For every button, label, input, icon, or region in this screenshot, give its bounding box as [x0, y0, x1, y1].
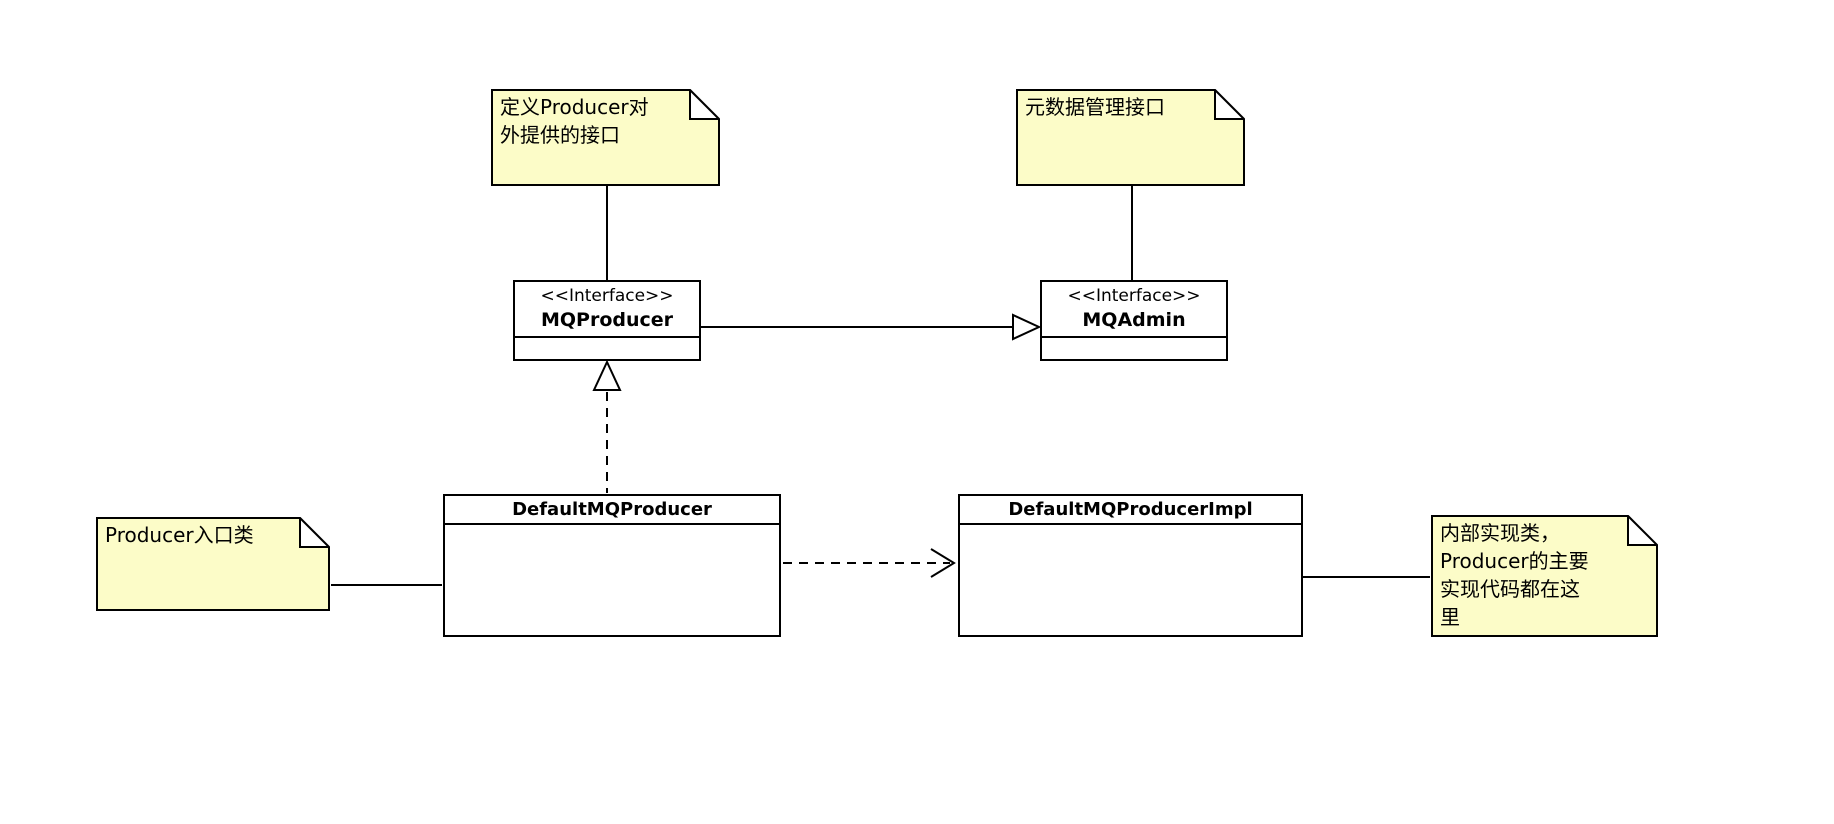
note-internal-impl: 内部实现类， Producer的主要 实现代码都在这 里 — [1431, 515, 1658, 637]
note-define-producer-interface: 定义Producer对 外提供的接口 — [491, 89, 720, 186]
interface-stereotype: <<Interface>> — [1067, 286, 1201, 306]
note-shape — [1016, 89, 1245, 186]
note-shape — [1431, 515, 1658, 637]
class-empty-compartment — [445, 525, 779, 635]
interface-empty-compartment — [1042, 338, 1226, 359]
class-name: DefaultMQProducerImpl — [960, 496, 1301, 525]
interface-stereotype: <<Interface>> — [540, 286, 674, 306]
interface-name: MQAdmin — [1082, 309, 1186, 331]
note-shape — [491, 89, 720, 186]
generalization-arrowhead — [1012, 313, 1042, 341]
note-shape — [96, 517, 330, 611]
note-text: Producer入口类 — [105, 523, 254, 547]
class-empty-compartment — [960, 525, 1301, 635]
interface-empty-compartment — [515, 338, 699, 359]
dependency-arrowhead — [930, 548, 956, 578]
note-metadata-interface: 元数据管理接口 — [1016, 89, 1245, 186]
class-defaultmqproducer: DefaultMQProducer — [443, 494, 781, 637]
interface-mqadmin: <<Interface>> MQAdmin — [1040, 280, 1228, 361]
class-name: DefaultMQProducer — [445, 496, 779, 525]
interface-mqproducer: <<Interface>> MQProducer — [513, 280, 701, 361]
interface-header: <<Interface>> MQAdmin — [1042, 282, 1226, 338]
note-text: 定义Producer对 外提供的接口 — [500, 95, 649, 147]
interface-name: MQProducer — [540, 309, 674, 331]
note-producer-entry: Producer入口类 — [96, 517, 330, 611]
interface-header: <<Interface>> MQProducer — [515, 282, 699, 338]
class-defaultmqproducerimpl: DefaultMQProducerImpl — [958, 494, 1303, 637]
note-text: 元数据管理接口 — [1025, 95, 1165, 119]
note-text: 内部实现类， Producer的主要 实现代码都在这 里 — [1440, 521, 1589, 629]
realization-arrowhead — [592, 359, 622, 391]
